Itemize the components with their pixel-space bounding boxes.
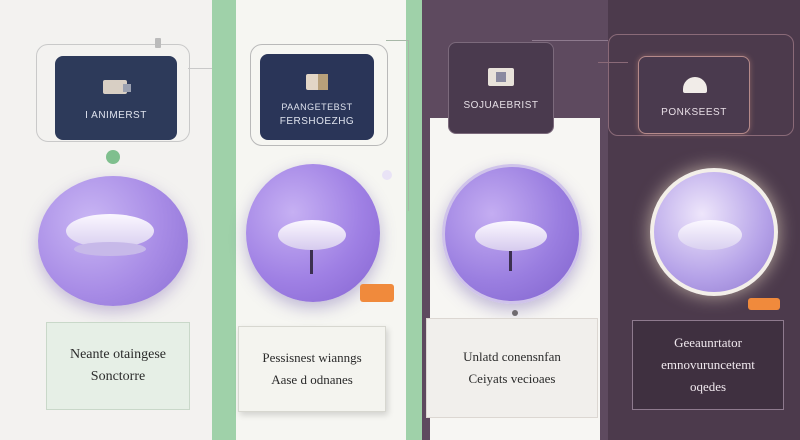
card-sublabel: FERSHOEZHG [279, 115, 355, 127]
status-tag[interactable] [748, 298, 780, 310]
description-line-3: oqedes [689, 379, 727, 394]
status-tag[interactable] [360, 284, 394, 302]
sphere [246, 164, 380, 302]
sphere [442, 164, 582, 304]
connector-icon [155, 38, 161, 48]
folder-card[interactable]: PAANGETEBST FERSHOEZHG [260, 54, 374, 140]
description-line-1: Unlatd conensnfan [463, 349, 561, 364]
card-label: PONKSEEST [661, 106, 727, 118]
device-card[interactable]: I ANIMERST [55, 56, 177, 140]
panel-4: PONKSEEST Geeaunrtator emnovuruncetemt o… [598, 0, 800, 440]
description-line-2: emnovuruncetemt [661, 357, 755, 372]
card-label: SOJUAEBRIST [463, 99, 539, 111]
card-label: I ANIMERST [85, 109, 147, 121]
node-dot [106, 150, 120, 164]
stand-icon [509, 251, 512, 271]
dome-card[interactable]: PONKSEEST [638, 56, 750, 134]
panel-3: SOJUAEBRIST Unlatd conensnfan Ceiyats ve… [422, 0, 609, 440]
description-box: Unlatd conensnfan Ceiyats vecioaes [426, 318, 598, 418]
disc-icon [278, 220, 346, 250]
dome-icon [677, 73, 711, 99]
stand-icon [310, 250, 313, 274]
description-line-1: Neante otaingese [69, 347, 166, 362]
sphere [38, 176, 188, 306]
device-icon [99, 76, 133, 102]
description-box: Pessisnest wianngs Aase d odnanes [238, 326, 386, 412]
sphere [650, 168, 778, 296]
monitor-icon [484, 66, 518, 92]
node-dot [512, 310, 518, 316]
panel-1: I ANIMERST Neante otaingese Sonctorre [0, 0, 212, 440]
description-line-2: Sonctorre [90, 369, 146, 384]
panel-2: PAANGETEBST FERSHOEZHG Pessisnest wianng… [212, 0, 422, 440]
description-line-1: Pessisnest wianngs [262, 350, 362, 365]
disc-icon [678, 220, 742, 250]
disc-icon [475, 221, 547, 251]
monitor-card[interactable]: SOJUAEBRIST [448, 42, 554, 134]
card-label: PAANGETEBST [281, 101, 353, 112]
folder-icon [300, 68, 334, 94]
circuit-line [188, 68, 212, 69]
description-line-1: Geeaunrtator [674, 335, 742, 350]
description-line-2: Aase d odnanes [271, 372, 353, 387]
description-box: Geeaunrtator emnovuruncetemt oqedes [632, 320, 784, 410]
description-line-2: Ceiyats vecioaes [468, 371, 556, 386]
description-box: Neante otaingese Sonctorre [46, 322, 190, 410]
